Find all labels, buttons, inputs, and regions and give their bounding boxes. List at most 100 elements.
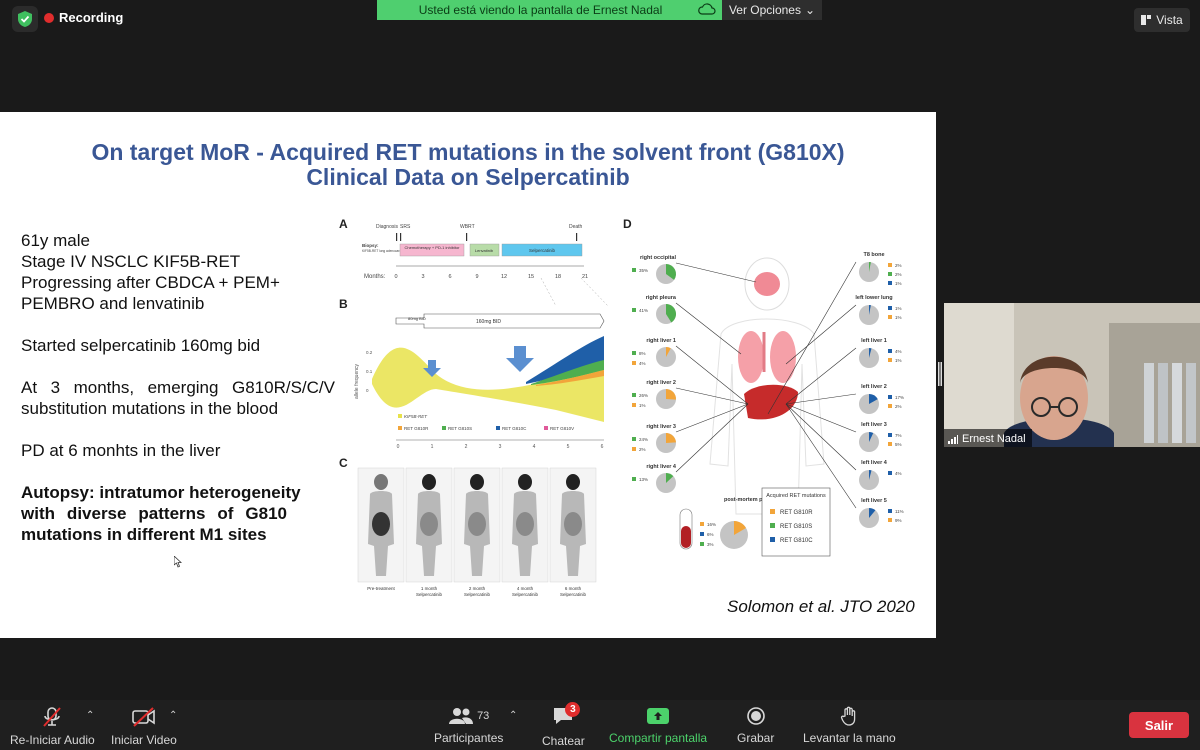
site-entry: right liver 18%4% (632, 338, 749, 405)
lung-icon (738, 331, 764, 383)
leave-button[interactable]: Salir (1129, 712, 1189, 738)
treatment-label: Lenvatinib (475, 248, 494, 253)
patient-line: PEMBRO and lenvatinib (21, 294, 205, 313)
participant-video[interactable]: Ernest Nadal (944, 303, 1200, 447)
month-tick: 15 (528, 274, 534, 280)
legend-label: RET G810S (780, 524, 812, 530)
chevron-down-icon: ⌄ (804, 3, 816, 17)
autopsy-line: mutations in different M1 sites (21, 525, 267, 544)
cloud-icon (698, 3, 716, 15)
record-label: Grabar (737, 731, 775, 745)
scan-label: Selpercatinib (560, 592, 587, 597)
arrow-down-icon (423, 360, 441, 377)
site-entry: right liver 226%1% (632, 380, 749, 409)
chat-button[interactable]: 3 Chatear (542, 702, 585, 748)
mouse-cursor-icon (174, 556, 182, 568)
site-entry: left liver 44% (785, 403, 902, 490)
share-screen-button[interactable]: Compartir pantalla (609, 706, 707, 745)
legend-swatch (770, 537, 775, 542)
x-tick: 1 (431, 444, 434, 450)
participant-name-tag: Ernest Nadal (944, 429, 1032, 447)
site-value: 17% (895, 395, 904, 400)
slide-title: On target MoR - Acquired RET mutations i… (0, 140, 936, 190)
legend-swatch (496, 426, 500, 430)
event-label: SRS (400, 224, 411, 230)
site-entry: left liver 217%2% (785, 384, 904, 414)
raise-hand-button[interactable]: Levantar la mano (803, 706, 896, 745)
record-button[interactable]: Grabar (737, 706, 774, 745)
site-value: 4% (639, 361, 646, 366)
mic-muted-icon (43, 707, 62, 727)
site-entry: left liver 37%5% (785, 403, 902, 452)
site-value: 2% (895, 404, 902, 409)
scan-label: Pre-treatment (367, 586, 395, 591)
legend-swatch (770, 509, 775, 514)
month-tick: 0 (394, 274, 397, 280)
legend-label: RET G810S (448, 426, 472, 431)
meeting-toolbar: Re-Iniciar Audio ⌃ Iniciar Video ⌃ 73 Pa… (0, 700, 1200, 750)
record-dot-icon (44, 12, 54, 23)
scan-label: 1 month (421, 586, 438, 591)
site-entry: left liver 511%9% (785, 403, 904, 528)
video-label: Iniciar Video (111, 733, 177, 747)
site-value: 13% (639, 477, 648, 482)
y-tick: 0.1 (366, 369, 373, 374)
legend-swatch (770, 523, 775, 528)
share-screen-icon (647, 708, 670, 724)
share-banner-text: Usted está viendo la pantalla de Ernest … (418, 3, 663, 17)
month-tick: 12 (501, 274, 507, 280)
autopsy-line: Autopsy: intratumor heterogeneity (21, 483, 301, 502)
site-value: 9% (895, 518, 902, 523)
liver-icon (744, 384, 798, 420)
figure-panel: A Diagnosis SRS WBRT Death Biopsy: KIF5B… (339, 217, 904, 597)
site-label: right liver 4 (646, 464, 677, 470)
panel-a-timeline: Diagnosis SRS WBRT Death Biopsy: KIF5B-R… (362, 224, 588, 280)
audio-button[interactable]: Re-Iniciar Audio (10, 706, 95, 747)
site-label: left lower lung (855, 295, 892, 301)
site-value: 1% (895, 315, 902, 320)
pd-line: PD at 6 monhts in the liver (21, 441, 221, 460)
view-options-button[interactable]: Ver Opciones ⌄ (722, 0, 822, 20)
view-button[interactable]: Vista (1134, 8, 1190, 32)
video-caret-icon[interactable]: ⌃ (169, 710, 178, 721)
audio-caret-icon[interactable]: ⌃ (86, 710, 95, 721)
screen-share-banner: Usted está viendo la pantalla de Ernest … (377, 0, 722, 20)
legend-label: KIF5B-RET (404, 414, 428, 419)
resize-handle[interactable] (938, 362, 942, 386)
shared-slide: On target MoR - Acquired RET mutations i… (0, 112, 936, 638)
citation: Solomon et al. JTO 2020 (727, 597, 915, 616)
patient-line: Stage IV NSCLC KIF5B-RET (21, 252, 241, 271)
participants-caret-icon[interactable]: ⌃ (509, 710, 518, 721)
shield-icon[interactable] (12, 6, 38, 32)
participants-button[interactable]: 73 Participantes (434, 706, 503, 745)
x-tick: 0 (397, 444, 400, 450)
site-value: 24% (639, 437, 648, 442)
event-label: WBRT (460, 224, 475, 230)
site-value: 2% (639, 447, 646, 452)
legend-label: RET G810C (502, 426, 527, 431)
legend-label: RET G810C (780, 538, 813, 544)
site-value: 4% (895, 471, 902, 476)
treatment-label: Chemotherapy + PD-1 inhibitor (404, 245, 460, 250)
audio-label: Re-Iniciar Audio (10, 733, 95, 747)
video-feed (944, 303, 1200, 447)
legend-label: RET G810R (404, 426, 429, 431)
plasma-values: 16%6%3% (700, 522, 716, 547)
video-button[interactable]: Iniciar Video (111, 706, 177, 747)
participants-count: 73 (477, 710, 490, 722)
month-tick: 9 (475, 274, 478, 280)
recording-indicator[interactable]: Recording (44, 10, 123, 25)
site-label: left liver 5 (861, 498, 887, 504)
site-value: 1% (639, 403, 646, 408)
